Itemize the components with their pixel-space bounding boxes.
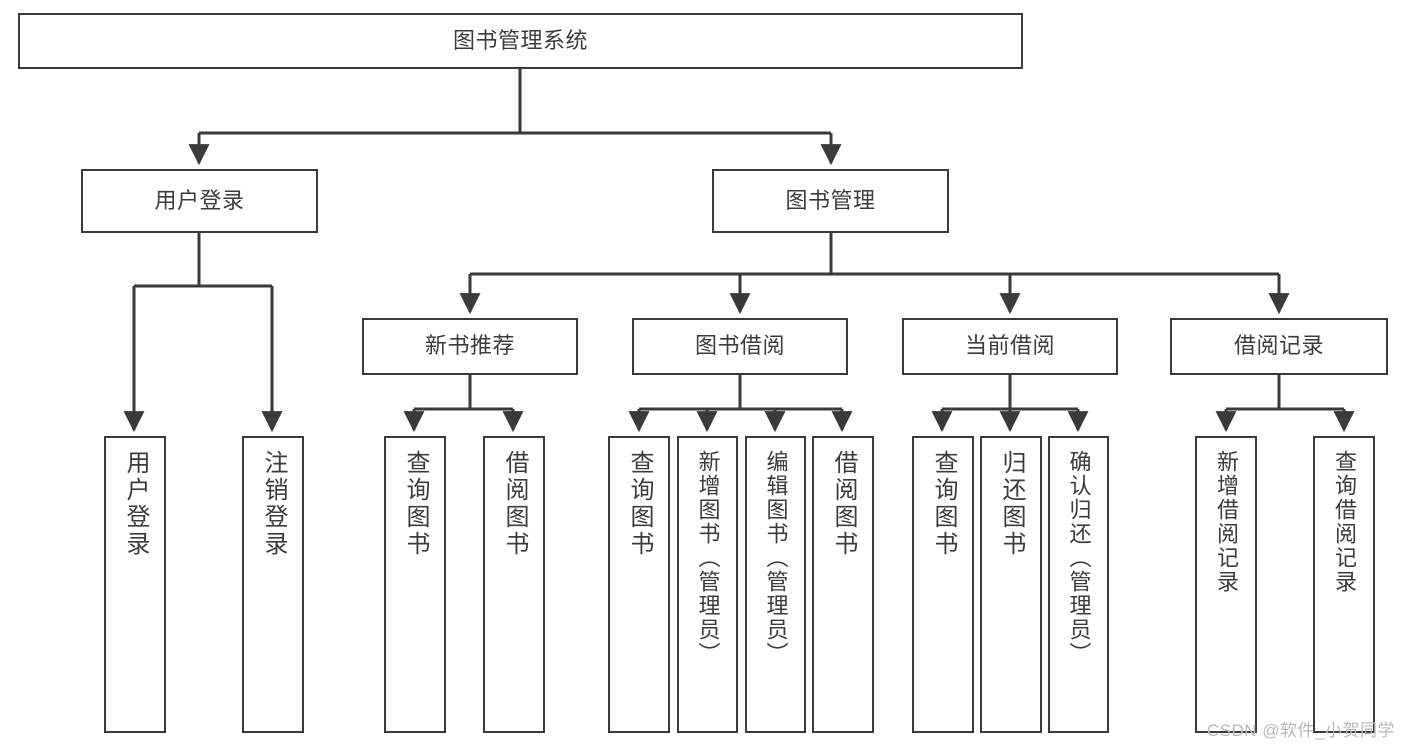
- node-leaf-add-book-label: 新增图书（管理员）: [695, 450, 721, 666]
- node-book-borrow-label: 图书借阅: [694, 333, 785, 359]
- node-user-login[interactable]: 用户登录: [81, 169, 318, 233]
- node-leaf-add-book[interactable]: 新增图书（管理员）: [677, 436, 738, 733]
- node-leaf-logout-label: 注销登录: [260, 450, 287, 558]
- node-borrow-record-label: 借阅记录: [1233, 333, 1324, 359]
- node-leaf-edit-book-label: 编辑图书（管理员）: [763, 450, 789, 666]
- node-borrow-record[interactable]: 借阅记录: [1170, 318, 1388, 375]
- node-leaf-borrow-book-1[interactable]: 借阅图书: [483, 436, 545, 733]
- node-leaf-borrow-book-2-label: 借阅图书: [830, 450, 857, 558]
- node-current-borrow-label: 当前借阅: [964, 333, 1055, 359]
- node-leaf-borrow-book-1-label: 借阅图书: [501, 450, 528, 558]
- node-leaf-query-book-2[interactable]: 查询图书: [608, 436, 670, 733]
- node-user-login-label: 用户登录: [154, 187, 245, 213]
- node-leaf-user-login-label: 用户登录: [122, 450, 149, 558]
- node-leaf-add-record[interactable]: 新增借阅记录: [1195, 436, 1257, 733]
- node-current-borrow[interactable]: 当前借阅: [902, 318, 1118, 375]
- node-leaf-add-record-label: 新增借阅记录: [1214, 450, 1239, 594]
- node-book-borrow[interactable]: 图书借阅: [632, 318, 848, 375]
- node-leaf-user-login[interactable]: 用户登录: [104, 436, 166, 733]
- node-new-book-recommend[interactable]: 新书推荐: [362, 318, 578, 375]
- node-root-label: 图书管理系统: [452, 27, 588, 53]
- node-leaf-confirm-return-label: 确认归还（管理员）: [1066, 450, 1092, 666]
- node-leaf-query-book-2-label: 查询图书: [626, 450, 653, 558]
- node-root[interactable]: 图书管理系统: [18, 13, 1023, 69]
- csdn-watermark: CSDN @软件_小贺同学: [1206, 721, 1395, 740]
- node-leaf-return-book[interactable]: 归还图书: [980, 436, 1042, 733]
- node-leaf-query-book-1[interactable]: 查询图书: [384, 436, 446, 733]
- node-leaf-query-record-label: 查询借阅记录: [1332, 450, 1357, 594]
- node-leaf-query-book-3-label: 查询图书: [930, 450, 957, 558]
- node-leaf-query-book-1-label: 查询图书: [402, 450, 429, 558]
- node-leaf-borrow-book-2[interactable]: 借阅图书: [812, 436, 874, 733]
- node-leaf-query-record[interactable]: 查询借阅记录: [1313, 436, 1375, 733]
- node-book-manage[interactable]: 图书管理: [712, 169, 949, 233]
- node-new-book-recommend-label: 新书推荐: [424, 333, 515, 359]
- node-leaf-return-book-label: 归还图书: [998, 450, 1025, 558]
- node-book-manage-label: 图书管理: [785, 187, 876, 213]
- node-leaf-logout[interactable]: 注销登录: [242, 436, 304, 733]
- node-leaf-query-book-3[interactable]: 查询图书: [912, 436, 974, 733]
- node-leaf-confirm-return[interactable]: 确认归还（管理员）: [1048, 436, 1109, 733]
- node-leaf-edit-book[interactable]: 编辑图书（管理员）: [745, 436, 806, 733]
